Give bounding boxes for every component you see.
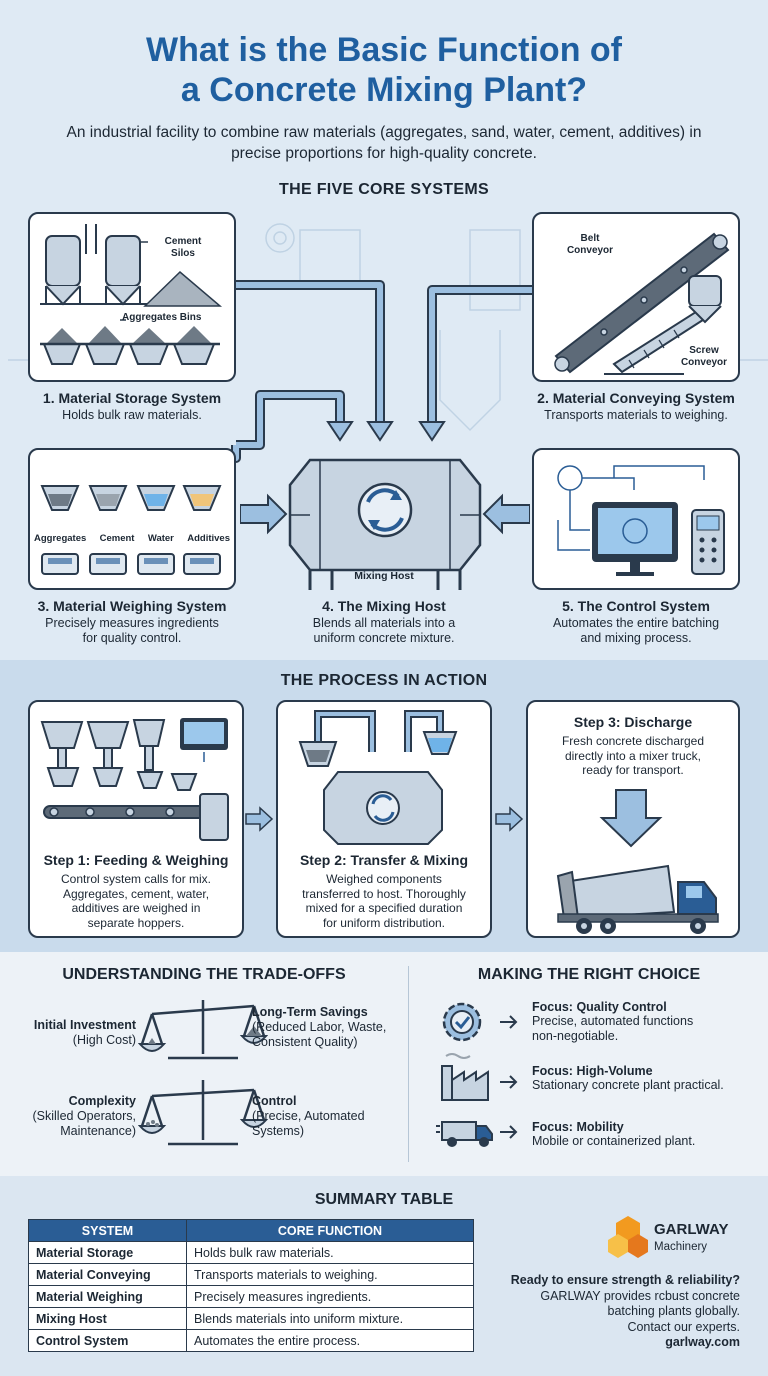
control-system-card <box>532 448 740 590</box>
step2-title: Step 2: Transfer & Mixing <box>299 852 469 868</box>
summary-table: SYSTEM CORE FUNCTION Material Storage Ho… <box>28 1219 474 1352</box>
storage-system-desc: Holds bulk raw materials. <box>62 408 202 422</box>
cement-silos-label: Cement Silos <box>164 236 202 259</box>
balance-scales-illustration <box>138 1000 268 1146</box>
hopper-label-additives: Additives <box>187 533 230 544</box>
control-system-title: 5. The Control System <box>562 598 710 614</box>
silos-and-bins-illustration <box>40 224 223 365</box>
aggregates-bins-label: Aggregates Bins <box>122 312 202 323</box>
weighing-system-desc: Precisely measures ingredients for quali… <box>45 616 219 645</box>
mixing-host-title: 4. The Mixing Host <box>322 598 446 614</box>
tradeoffs-band <box>0 952 768 1176</box>
step-arrow-2-icon <box>495 806 524 832</box>
choice-item-volume: Focus: High-Volume Stationary concrete p… <box>532 1064 724 1092</box>
hopper-label-water: Water <box>147 533 174 544</box>
mixing-host-desc: Blends all materials into a uniform conc… <box>312 616 456 645</box>
factory-icon <box>441 1065 489 1101</box>
choice-icons <box>436 1002 518 1147</box>
table-row: Material Storage Holds bulk raw material… <box>28 1241 474 1264</box>
brand-sub: Machinery <box>654 1241 708 1253</box>
step-arrow-1-icon <box>245 806 274 832</box>
hopper-label-cement: Cement <box>99 533 135 544</box>
table-row: Mixing Host Blends materials into unifor… <box>28 1307 474 1330</box>
weighing-hoppers-illustration <box>40 485 222 575</box>
screw-conveyor-label: Screw Conveyor <box>680 345 728 368</box>
weighing-system-card <box>28 448 236 590</box>
storage-system-card <box>28 212 236 382</box>
col-function-header: CORE FUNCTION <box>186 1219 474 1242</box>
weighing-system-title: 3. Material Weighing System <box>37 598 227 614</box>
long-term-savings-label: Long-Term Savings (Reduced Labor, Waste,… <box>252 1005 387 1049</box>
garlway-logo-icon <box>608 1216 648 1258</box>
divider <box>408 966 409 1162</box>
initial-investment-label: Initial Investment (High Cost) <box>33 1018 136 1047</box>
col-system-header: SYSTEM <box>28 1219 187 1242</box>
brand-name: GARLWAY <box>654 1221 729 1238</box>
table-row: Control System Automates the entire proc… <box>28 1329 474 1352</box>
step3-card <box>526 700 740 938</box>
choice-item-mobility: Focus: Mobility Mobile or containerized … <box>532 1120 696 1148</box>
control-computer-illustration <box>557 465 725 576</box>
step2-desc: Weighed components transferred to host. … <box>302 872 466 930</box>
hopper-labels: Aggregates Cement Water Additives <box>34 533 230 544</box>
control-label: Control (Precise, Automated Systems) <box>252 1094 365 1138</box>
cta-block: Ready to ensure strength & reliability? … <box>488 1273 740 1351</box>
conveyors-illustration <box>554 232 730 375</box>
step1-card <box>28 700 244 938</box>
page-title: What is the Basic Function of a Concrete… <box>145 31 623 109</box>
step3-desc: Fresh concrete discharged directly into … <box>561 734 705 777</box>
table-row: Material Weighing Precisely measures ing… <box>28 1285 474 1308</box>
transfer-mixing-illustration <box>298 710 458 845</box>
gear-check-icon <box>442 1002 482 1042</box>
step2-card <box>276 700 492 938</box>
truck-icon <box>436 1121 493 1147</box>
step1-desc: Control system calls for mix. Aggregates… <box>60 872 212 930</box>
storage-system-title: 1. Material Storage System <box>42 390 222 406</box>
belt-conveyor-label: Belt Conveyor <box>566 233 614 256</box>
summary-heading: SUMMARY TABLE <box>314 1191 454 1208</box>
hopper-label-aggregates: Aggregates <box>34 533 87 544</box>
choice-item-quality: Focus: Quality Control Precise, automate… <box>532 1000 694 1043</box>
feeding-weighing-illustration <box>40 718 229 841</box>
complexity-label: Complexity (Skilled Operators, Maintenan… <box>32 1094 136 1138</box>
website-link[interactable]: garlway.com <box>665 1335 740 1349</box>
five-core-systems-heading: THE FIVE CORE SYSTEMS <box>279 181 489 198</box>
tradeoffs-heading: UNDERSTANDING THE TRADE-OFFS <box>62 966 346 983</box>
page-subtitle: An industrial facility to combine raw ma… <box>66 124 702 162</box>
conveying-system-desc: Transports materials to weighing. <box>544 408 728 422</box>
conveying-system-card <box>532 212 740 382</box>
step1-title: Step 1: Feeding & Weighing <box>43 852 229 868</box>
step3-title: Step 3: Discharge <box>573 714 693 730</box>
conveying-system-title: 2. Material Conveying System <box>537 390 735 406</box>
mixer-truck-illustration <box>556 789 719 934</box>
process-heading: THE PROCESS IN ACTION <box>280 672 488 689</box>
mixing-host-label: Mixing Host <box>354 570 414 582</box>
mixing-host-illustration <box>240 458 530 590</box>
choice-heading: MAKING THE RIGHT CHOICE <box>477 966 701 983</box>
control-system-desc: Automates the entire batching and mixing… <box>552 616 720 645</box>
table-row: Material Conveying Transports materials … <box>28 1263 474 1286</box>
